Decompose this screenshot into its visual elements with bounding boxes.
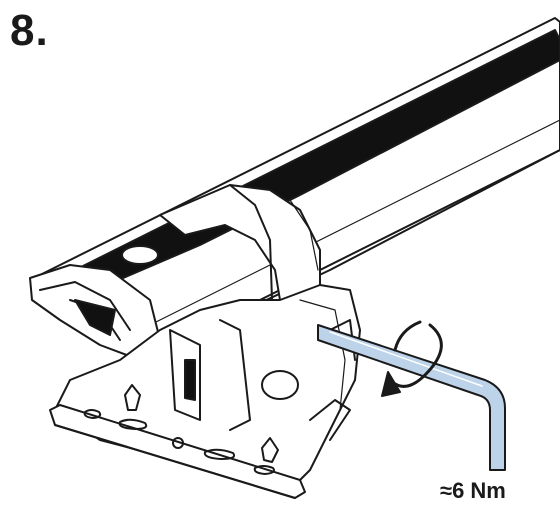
mount-slot: [253, 465, 275, 475]
crossbar-end-cap: [29, 245, 161, 361]
allen-key-icon: [317, 324, 506, 471]
mount-hole: [172, 437, 184, 449]
step-number: 8.: [10, 6, 49, 55]
foot-base-plate: [49, 384, 306, 499]
clockwise-rotation-arrow-icon: [381, 320, 443, 397]
clamp-strap: [159, 184, 321, 301]
mount-slot: [203, 448, 236, 460]
mount-slot: [118, 418, 148, 430]
torque-value-label: ≈6 Nm: [440, 478, 506, 503]
mount-slot: [83, 409, 102, 419]
